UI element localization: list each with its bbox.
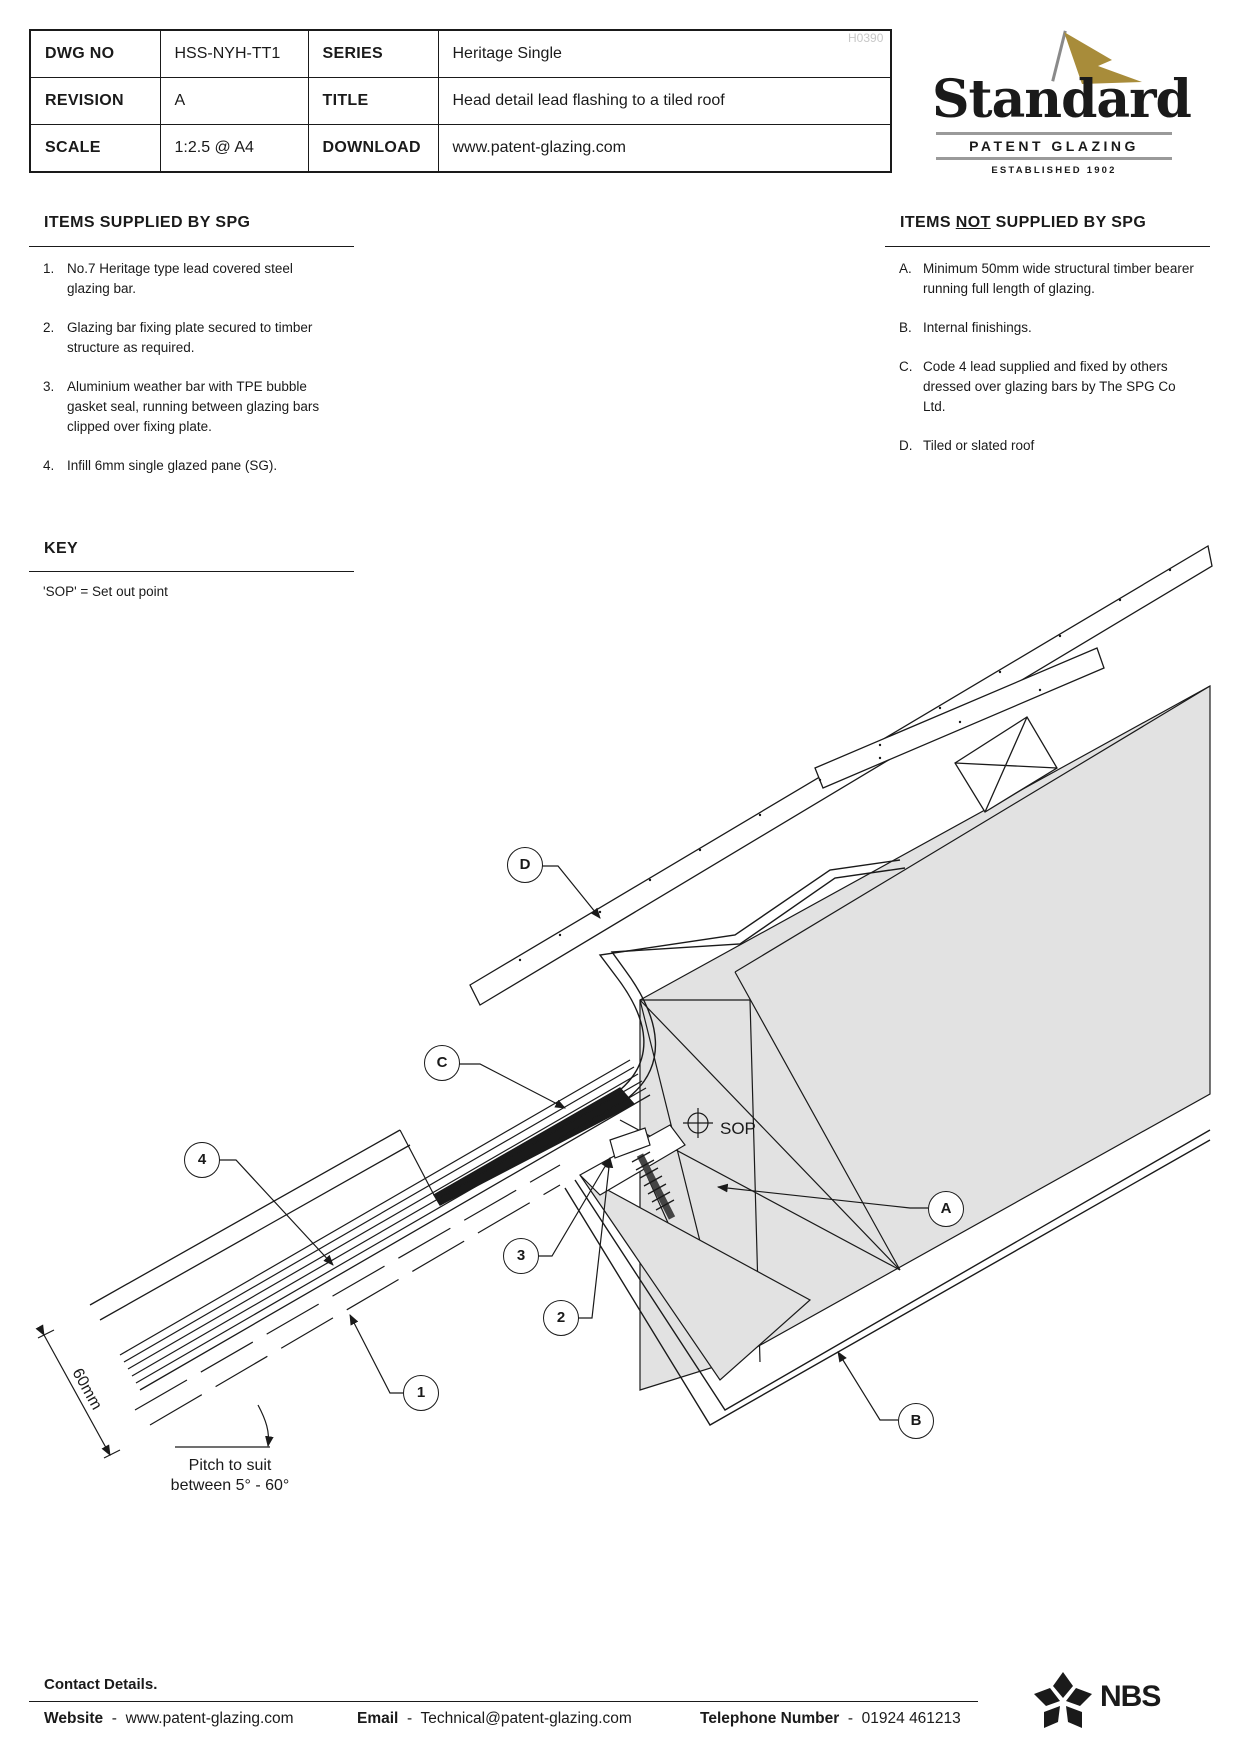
key-sop-definition: 'SOP' = Set out point xyxy=(43,584,168,599)
callout-d: D xyxy=(507,847,543,883)
pitch-note-line-1: Pitch to suit xyxy=(188,1457,272,1474)
callout-b: B xyxy=(898,1403,934,1439)
not-supplied-item: D.Tiled or slated roof xyxy=(899,438,1035,453)
internal-finishing xyxy=(564,1129,1211,1426)
contact-phone: Telephone Number - 01924 461213 xyxy=(700,1710,961,1727)
key-heading: KEY xyxy=(44,540,79,557)
callout-c: C xyxy=(424,1045,460,1081)
title-value: Head detail lead flashing to a tiled roo… xyxy=(437,77,892,125)
nbs-logo: NBS xyxy=(1030,1668,1170,1738)
supplied-item: 2.Glazing bar fixing plate secured to ti… xyxy=(43,320,313,355)
pitch-note-line-2: between 5° - 60° xyxy=(170,1477,290,1494)
website-link[interactable]: www.patent-glazing.com xyxy=(125,1710,294,1727)
title-block: DWG NO HSS-NYH-TT1 SERIES Heritage Singl… xyxy=(29,29,892,173)
drawing-ref-code: H0390 xyxy=(848,31,884,45)
supplied-list: 1.No.7 Heritage type lead covered steel … xyxy=(43,259,333,495)
logo-established: ESTABLISHED 1902 xyxy=(991,165,1117,176)
callout-2: 2 xyxy=(543,1300,579,1336)
dimension-60mm xyxy=(35,1324,121,1459)
callout-leaders xyxy=(218,865,928,1421)
scale-label: SCALE xyxy=(29,124,161,173)
standard-patent-glazing-logo: Standard PATENT GLAZING ESTABLISHED 1902 xyxy=(932,24,1192,184)
logo-rule-bottom xyxy=(936,157,1172,160)
key-rule xyxy=(29,571,354,573)
dwg-no-value: HSS-NYH-TT1 xyxy=(159,29,309,78)
fixing-screw xyxy=(631,1151,676,1220)
pennant-flag-shape xyxy=(1064,32,1142,84)
not-supplied-item: C.Code 4 lead supplied and fixed by othe… xyxy=(899,359,1176,414)
contact-email: Email - Technical@patent-glazing.com xyxy=(357,1710,632,1727)
title-label: TITLE xyxy=(307,77,439,125)
nbs-flower-icon xyxy=(1034,1672,1092,1728)
flag-icon xyxy=(1051,30,1142,84)
download-label: DOWNLOAD xyxy=(307,124,439,173)
sop-crosshair-icon xyxy=(683,1108,713,1138)
callout-3: 3 xyxy=(503,1238,539,1274)
logo-subtitle: PATENT GLAZING xyxy=(969,138,1139,154)
logo-rule-top xyxy=(936,132,1172,135)
not-supplied-heading: ITEMS NOT SUPPLIED BY SPG xyxy=(900,214,1147,231)
not-supplied-item: A.Minimum 50mm wide structural timber be… xyxy=(899,261,1194,296)
supplied-item: 1.No.7 Heritage type lead covered steel … xyxy=(43,261,293,296)
not-supplied-rule xyxy=(885,246,1210,248)
phone-number: 01924 461213 xyxy=(861,1710,961,1727)
callout-1: 1 xyxy=(403,1375,439,1411)
contact-website: Website - www.patent-glazing.com xyxy=(44,1710,294,1727)
sop-label: SOP xyxy=(720,1119,756,1138)
supplied-heading: ITEMS SUPPLIED BY SPG xyxy=(44,214,251,231)
revision-label: REVISION xyxy=(29,77,161,125)
supplied-item: 4.Infill 6mm single glazed pane (SG). xyxy=(43,458,278,473)
callout-4: 4 xyxy=(184,1142,220,1178)
glazing-bar-and-pane xyxy=(89,1059,686,1426)
download-link[interactable]: www.patent-glazing.com xyxy=(437,124,892,173)
structural-timber-bearer xyxy=(579,684,1211,1391)
contact-heading: Contact Details. xyxy=(44,1676,158,1693)
logo-wordmark: Standard xyxy=(932,69,1192,130)
supplied-item: 3.Aluminium weather bar with TPE bubble … xyxy=(43,379,320,434)
revision-value: A xyxy=(159,77,309,125)
roof-tiles xyxy=(469,544,1213,1006)
nbs-wordmark: NBS xyxy=(1100,1680,1161,1713)
scale-value: 1:2.5 @ A4 xyxy=(159,124,309,173)
callout-a: A xyxy=(928,1191,964,1227)
contact-rule xyxy=(29,1701,978,1703)
email-link[interactable]: Technical@patent-glazing.com xyxy=(420,1710,632,1727)
supplied-rule xyxy=(29,246,354,248)
not-supplied-list: A.Minimum 50mm wide structural timber be… xyxy=(899,259,1199,475)
not-supplied-item: B.Internal finishings. xyxy=(899,320,1032,335)
pitch-angle-marker xyxy=(175,1404,274,1448)
pitch-note: Pitch to suit between 5° - 60° xyxy=(150,1456,310,1496)
